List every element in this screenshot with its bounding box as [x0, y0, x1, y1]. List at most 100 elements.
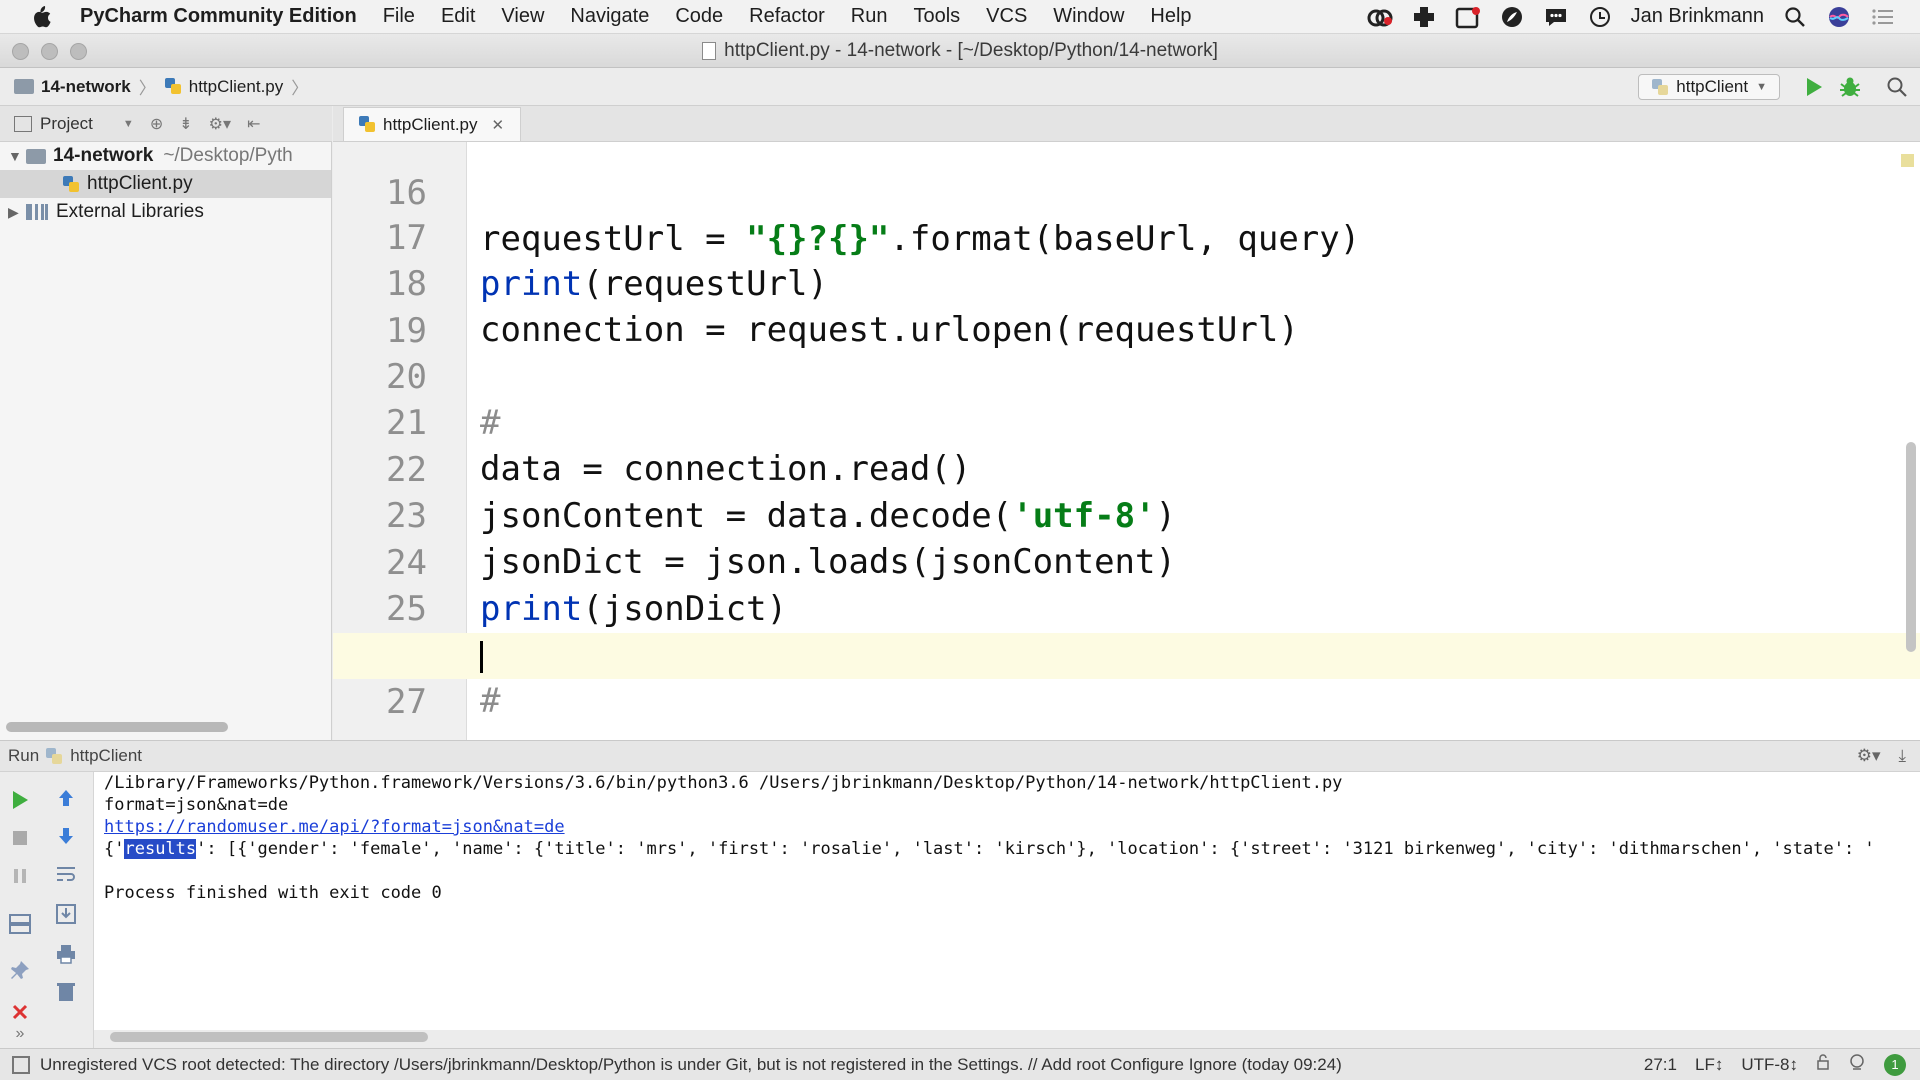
- menu-window[interactable]: Window: [1053, 5, 1125, 27]
- tree-item-httpclient-file[interactable]: httpClient.py: [0, 170, 331, 198]
- expand-arrow-icon[interactable]: ▼: [8, 148, 22, 164]
- apple-icon[interactable]: [30, 4, 60, 30]
- run-icon[interactable]: [1804, 76, 1824, 103]
- leaf-icon[interactable]: [1499, 4, 1525, 30]
- tree-item-path: ~/Desktop/Pyth: [163, 145, 293, 166]
- time-machine-icon[interactable]: [1587, 4, 1613, 30]
- window-controls: [12, 43, 87, 60]
- notification-center-icon[interactable]: [1870, 4, 1896, 30]
- editor-tab-bar: httpClient.py ✕: [333, 106, 1920, 142]
- menu-help[interactable]: Help: [1150, 5, 1192, 27]
- tool-windows-icon[interactable]: [12, 1055, 30, 1074]
- project-view-icon: [14, 115, 32, 132]
- menu-vcs[interactable]: VCS: [986, 5, 1028, 27]
- gear-icon[interactable]: ⚙▾: [1856, 746, 1881, 765]
- menu-tools[interactable]: Tools: [913, 5, 961, 27]
- console-command-line: /Library/Frameworks/Python.framework/Ver…: [104, 773, 1343, 793]
- scroll-up-icon[interactable]: [52, 784, 80, 812]
- trash-icon[interactable]: [52, 978, 80, 1006]
- code-text: print(requestUrl): [480, 264, 828, 304]
- close-icon[interactable]: [6, 998, 34, 1026]
- menu-navigate[interactable]: Navigate: [570, 5, 650, 27]
- line-separator[interactable]: LF↕: [1694, 1054, 1724, 1074]
- pause-icon[interactable]: [6, 862, 34, 890]
- project-tree: ▼ 14-network ~/Desktop/Pyth httpClient.p…: [0, 142, 332, 740]
- collapse-all-icon[interactable]: ⇟: [179, 115, 193, 133]
- close-window-button[interactable]: [12, 43, 29, 60]
- menu-refactor[interactable]: Refactor: [749, 5, 825, 27]
- console-url-link[interactable]: https://randomuser.me/api/?format=json&n…: [104, 817, 565, 837]
- spotlight-search-icon[interactable]: [1782, 4, 1808, 30]
- app-name-menu[interactable]: PyCharm Community Edition: [80, 5, 357, 27]
- breadcrumb-file[interactable]: httpClient.py: [188, 76, 284, 96]
- expand-arrow-icon[interactable]: ▶: [8, 203, 19, 220]
- chevron-down-icon[interactable]: ▼: [122, 117, 134, 130]
- menu-edit[interactable]: Edit: [440, 5, 476, 27]
- siri-icon[interactable]: [1826, 4, 1852, 30]
- inspector-icon[interactable]: [1848, 1053, 1866, 1076]
- zoom-window-button[interactable]: [70, 43, 87, 60]
- status-message[interactable]: Unregistered VCS root detected: The dire…: [40, 1054, 1342, 1074]
- window-title: httpClient.py - 14-network - [~/Desktop/…: [724, 39, 1218, 61]
- tab-label: httpClient.py: [383, 114, 478, 134]
- tree-item-label: httpClient.py: [87, 173, 193, 194]
- pin-icon[interactable]: [6, 956, 34, 984]
- project-view-selector[interactable]: Project: [40, 113, 93, 133]
- console-horizontal-scrollbar[interactable]: [110, 1032, 428, 1042]
- print-icon[interactable]: [52, 940, 80, 968]
- run-panel-config-name[interactable]: httpClient: [70, 746, 143, 765]
- run-configuration-selector[interactable]: httpClient ▼: [1638, 74, 1780, 100]
- python-file-icon: [164, 77, 183, 96]
- code-editor[interactable]: 16 requestUrl = "{}?{}".format(baseUrl, …: [333, 142, 1920, 740]
- target-icon[interactable]: ⊕: [149, 115, 164, 133]
- creative-cloud-icon[interactable]: [1367, 4, 1393, 30]
- caret-position[interactable]: 27:1: [1643, 1054, 1677, 1074]
- rerun-icon[interactable]: [6, 786, 34, 814]
- tree-item-label: External Libraries: [56, 201, 204, 222]
- breadcrumb-project[interactable]: 14-network: [41, 76, 131, 96]
- code-text: jsonContent = data.decode('utf-8'): [480, 496, 1176, 536]
- error-stripe-marker[interactable]: [1901, 154, 1914, 167]
- console-output-line: format=json&nat=de: [104, 795, 289, 815]
- window-title-bar: httpClient.py - 14-network - [~/Desktop/…: [0, 34, 1920, 68]
- code-line: 19: [333, 262, 1920, 351]
- hide-panel-icon[interactable]: ⇤: [247, 115, 261, 133]
- line-number: 19: [386, 311, 427, 351]
- file-encoding[interactable]: UTF-8↕: [1741, 1054, 1798, 1074]
- minimize-window-button[interactable]: [41, 43, 58, 60]
- menu-code[interactable]: Code: [675, 5, 724, 27]
- tree-item-external-libraries[interactable]: ▶ External Libraries: [0, 198, 331, 226]
- scroll-to-end-icon[interactable]: [52, 900, 80, 928]
- vertical-scrollbar[interactable]: [1906, 442, 1916, 652]
- tree-item-project-root[interactable]: ▼ 14-network ~/Desktop/Pyth: [0, 142, 331, 170]
- recording-icon[interactable]: [1455, 4, 1481, 30]
- breadcrumb: 14-network 〉 httpClient.py 〉: [0, 74, 316, 99]
- stop-icon[interactable]: [6, 824, 34, 852]
- python-file-icon: [45, 747, 64, 766]
- line-number: 27: [386, 682, 427, 722]
- event-log-badge[interactable]: 1: [1884, 1053, 1906, 1076]
- tab-httpclient[interactable]: httpClient.py ✕: [343, 107, 522, 141]
- layout-icon[interactable]: [6, 910, 34, 938]
- menu-run[interactable]: Run: [850, 5, 888, 27]
- search-everywhere-icon[interactable]: [1886, 76, 1908, 103]
- soft-wrap-icon[interactable]: [52, 860, 80, 888]
- scroll-down-icon[interactable]: [52, 822, 80, 850]
- code-line: 18 connection = request.urlopen(requestU…: [333, 215, 1920, 350]
- lock-icon[interactable]: [1816, 1054, 1830, 1075]
- navigation-bar: 14-network 〉 httpClient.py 〉 httpClient …: [0, 68, 1920, 106]
- code-line: 25: [333, 540, 1920, 629]
- user-name[interactable]: Jan Brinkmann: [1630, 5, 1764, 27]
- menu-file[interactable]: File: [382, 5, 415, 27]
- horizontal-scrollbar[interactable]: [6, 722, 228, 732]
- debug-icon[interactable]: [1838, 75, 1862, 104]
- hide-panel-icon[interactable]: ⤓: [1898, 746, 1906, 765]
- more-tools-icon[interactable]: »: [15, 1025, 25, 1042]
- line-number: 21: [386, 403, 427, 443]
- chat-icon[interactable]: [1543, 4, 1569, 30]
- run-console-output[interactable]: /Library/Frameworks/Python.framework/Ver…: [94, 772, 1920, 1030]
- menu-view[interactable]: View: [501, 5, 545, 27]
- gear-icon[interactable]: ⚙▾: [208, 115, 231, 133]
- plus-app-icon[interactable]: [1411, 4, 1437, 30]
- close-tab-icon[interactable]: ✕: [491, 116, 505, 134]
